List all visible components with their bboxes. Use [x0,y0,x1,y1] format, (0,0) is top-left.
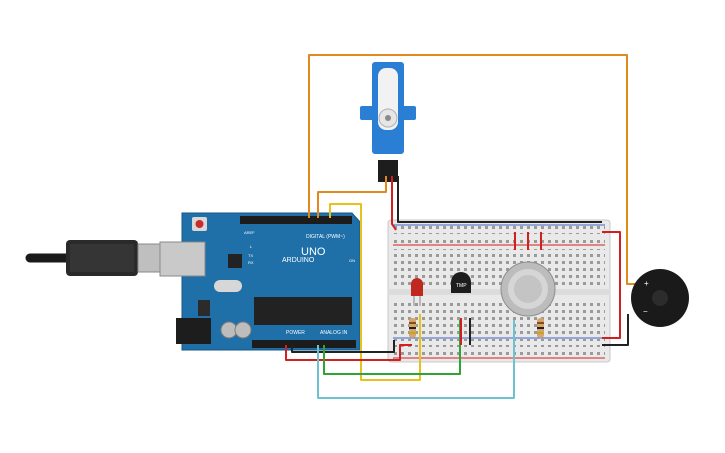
temperature-sensor[interactable]: TMP [451,272,471,293]
power-label: POWER [286,330,305,336]
arduino-model: UNO [301,246,326,258]
led-label-tx: TX [248,253,253,258]
led-label-rx: RX [248,260,254,265]
arduino-brand: ARDUINO [282,257,315,264]
usb-port [159,241,206,277]
on-label: ON [349,258,355,263]
aref-label: AREF [244,230,255,235]
resistor-gas-sensor[interactable] [537,318,544,338]
buzzer-plus-label: + [644,279,649,288]
gas-sensor[interactable] [500,261,556,317]
servo-connector [378,160,398,182]
breadboard[interactable] [387,219,611,363]
arduino-board[interactable]: DIGITAL (PWM~) ARDUINO UNO POWER ANALOG … [159,212,361,351]
wires [285,54,646,399]
buzzer-minus-label: − [643,307,648,316]
temp-sensor-label: TMP [456,283,467,289]
red-led[interactable] [411,278,423,306]
led-label-l: L [250,244,253,249]
digital-label: DIGITAL (PWM~) [306,234,345,240]
usb-cable[interactable] [25,240,163,276]
servo-motor[interactable] [360,62,416,182]
resistor-led[interactable] [409,318,416,338]
piezo-buzzer[interactable]: + − [631,269,689,327]
analog-power-header [252,340,356,348]
digital-header [240,216,352,224]
microcontroller-chip [254,297,352,325]
analog-label: ANALOG IN [320,330,348,336]
power-jack [176,318,211,344]
